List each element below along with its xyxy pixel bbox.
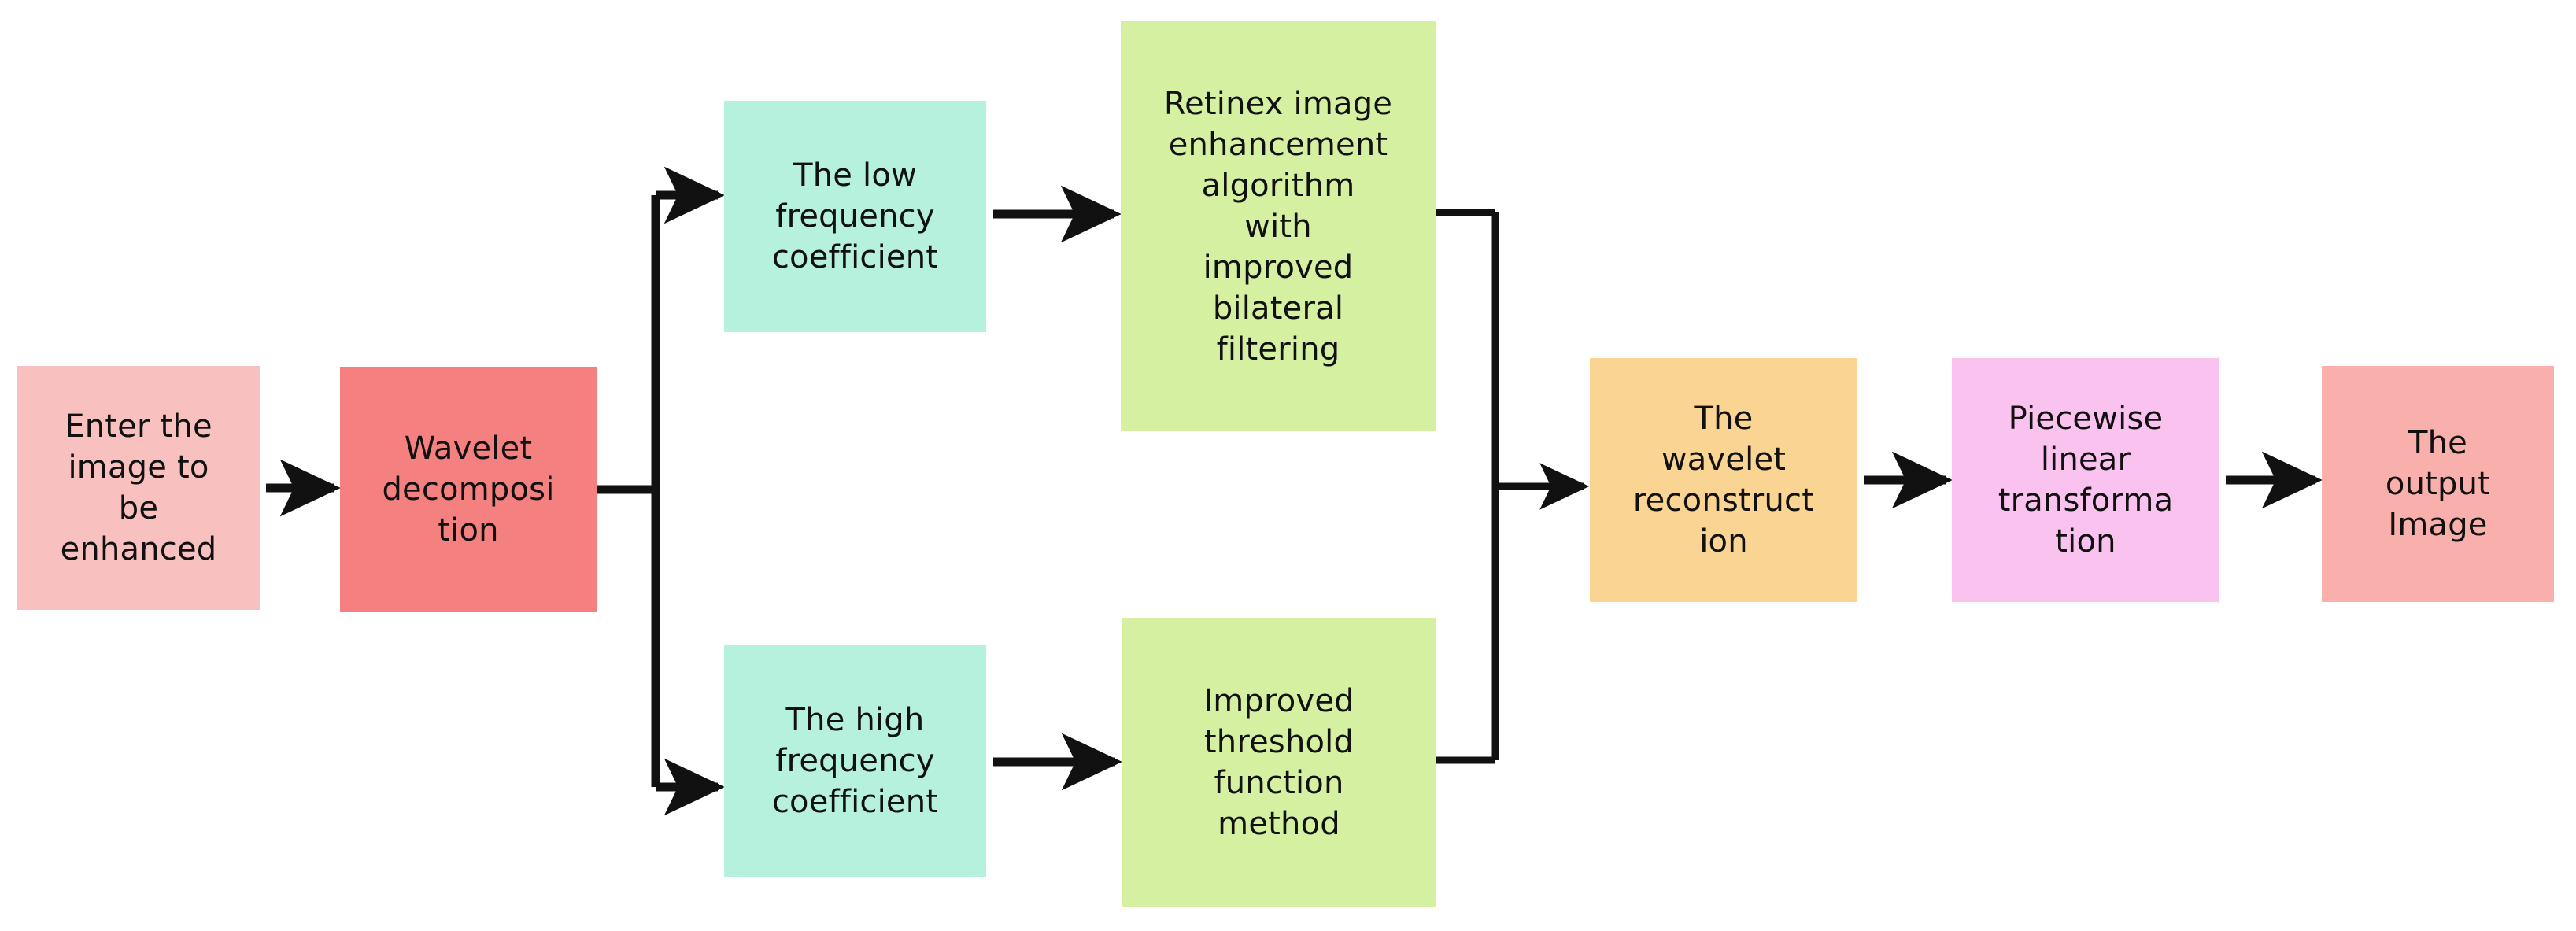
edge-merge-bus bbox=[1491, 212, 1590, 760]
piecewise-linear-transformation-node[interactable]: Piecewise linear transforma tion bbox=[1952, 358, 2219, 602]
low-frequency-coefficient-node[interactable]: The low frequency coefficient bbox=[724, 101, 986, 332]
edge-decomposition-split-bus bbox=[597, 195, 660, 787]
output-image-node[interactable]: The output Image bbox=[2322, 366, 2554, 602]
improved-threshold-node[interactable]: Improved threshold function method bbox=[1122, 618, 1436, 907]
retinex-enhancement-node[interactable]: Retinex image enhancement algorithm with… bbox=[1121, 21, 1436, 431]
wavelet-decomposition-node[interactable]: Wavelet decomposi tion bbox=[340, 367, 597, 612]
high-frequency-coefficient-node[interactable]: The high frequency coefficient bbox=[724, 645, 986, 877]
enter-image-node[interactable]: Enter the image to be enhanced bbox=[17, 366, 260, 610]
wavelet-reconstruction-node[interactable]: The wavelet reconstruct ion bbox=[1590, 358, 1857, 602]
